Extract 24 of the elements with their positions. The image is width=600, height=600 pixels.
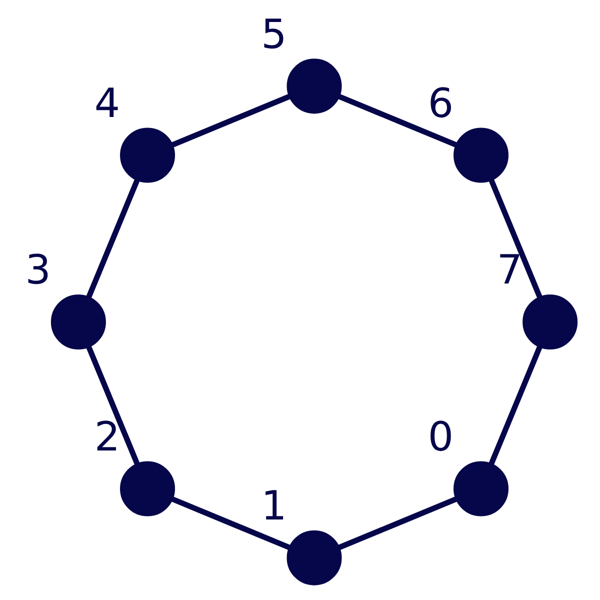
connector	[337, 94, 457, 148]
node-circle	[522, 294, 578, 350]
node-label: 3	[24, 246, 50, 294]
node-circle	[286, 58, 342, 114]
node-label: 7	[496, 246, 522, 294]
connector	[170, 94, 290, 148]
node-label: 0	[427, 413, 454, 460]
node-circle	[120, 461, 175, 516]
node-label: 1	[260, 482, 286, 530]
node-label: 4	[94, 80, 120, 127]
node-label: 5	[260, 10, 286, 58]
connector	[86, 346, 140, 466]
node-label: 2	[94, 413, 120, 460]
connector	[170, 496, 290, 550]
node-circle	[453, 461, 508, 516]
node-circle	[453, 128, 508, 183]
connector	[488, 346, 542, 466]
connector	[488, 178, 542, 298]
node-label: 6	[427, 80, 454, 127]
connector	[337, 496, 457, 550]
node-circle	[50, 294, 106, 350]
node-circle	[120, 128, 175, 183]
node-circle	[286, 530, 342, 586]
connector	[86, 178, 140, 298]
